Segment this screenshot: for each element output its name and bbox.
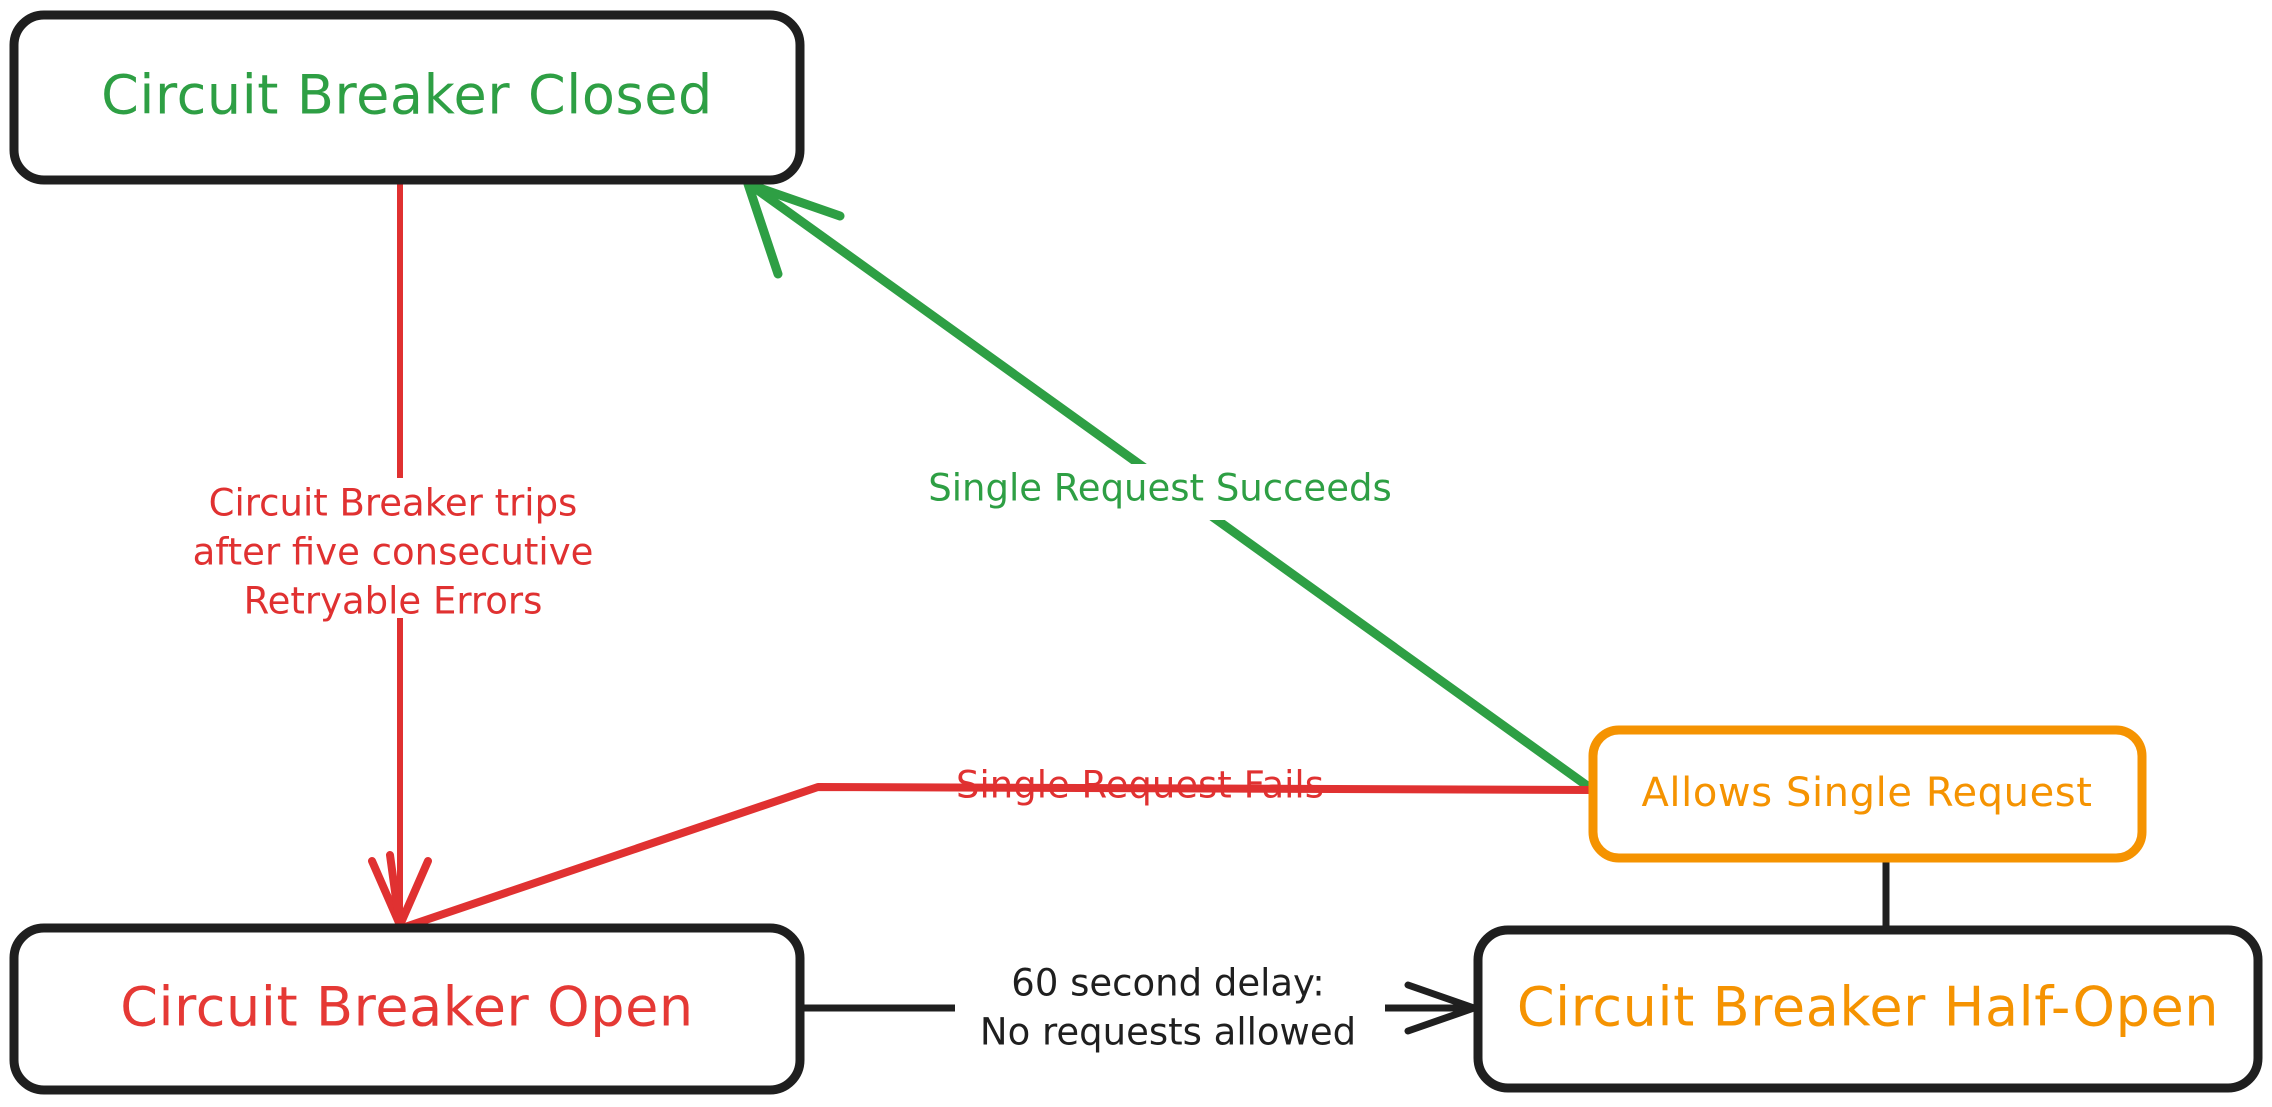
edge-allows-to-open [386,783,1597,944]
edge-label-allows-to-open: Single Request Fails [956,764,1324,807]
node-allows-single-request-box[interactable] [1588,725,2147,863]
edge-label-allows-to-open-text: Single Request Fails [956,764,1324,807]
edge-label-closed-to-open-backdrop [170,478,630,618]
node-circuit-breaker-half-open[interactable]: Circuit Breaker Half-Open [1473,925,2263,1093]
node-allows-single-request[interactable]: Allows Single Request [1588,725,2147,863]
node-circuit-breaker-closed[interactable]: Circuit Breaker Closed [9,10,805,185]
edge-label-closed-to-open-line2: after five consecutive [193,531,594,574]
edge-label-closed-to-open: Circuit Breaker trips after five consecu… [170,478,630,623]
edge-label-allows-to-closed-text: Single Request Succeeds [928,467,1391,510]
node-circuit-breaker-open[interactable]: Circuit Breaker Open [9,923,805,1095]
edge-label-closed-to-open-line3: Retryable Errors [244,580,543,623]
edge-allows-to-open-line [398,783,1597,932]
node-circuit-breaker-half-open-label: Circuit Breaker Half-Open [1517,976,2219,1039]
edge-label-open-to-halfopen-line2: No requests allowed [980,1011,1356,1054]
node-circuit-breaker-open-label: Circuit Breaker Open [120,976,694,1039]
edge-label-open-to-halfopen-line1: 60 second delay: [1011,962,1324,1005]
node-circuit-breaker-closed-label: Circuit Breaker Closed [101,64,713,127]
node-circuit-breaker-open-box[interactable] [9,923,805,1095]
edge-label-allows-to-closed-backdrop [910,464,1410,520]
node-allows-single-request-label: Allows Single Request [1641,770,2092,816]
edge-label-closed-to-open-line1: Circuit Breaker trips [209,482,578,525]
node-circuit-breaker-half-open-box[interactable] [1473,925,2263,1093]
edge-label-open-to-halfopen: 60 second delay: No requests allowed [955,958,1385,1062]
edge-label-open-to-halfopen-backdrop [955,958,1385,1062]
node-circuit-breaker-closed-box[interactable] [9,10,805,185]
edge-label-allows-to-closed: Single Request Succeeds [910,464,1410,520]
